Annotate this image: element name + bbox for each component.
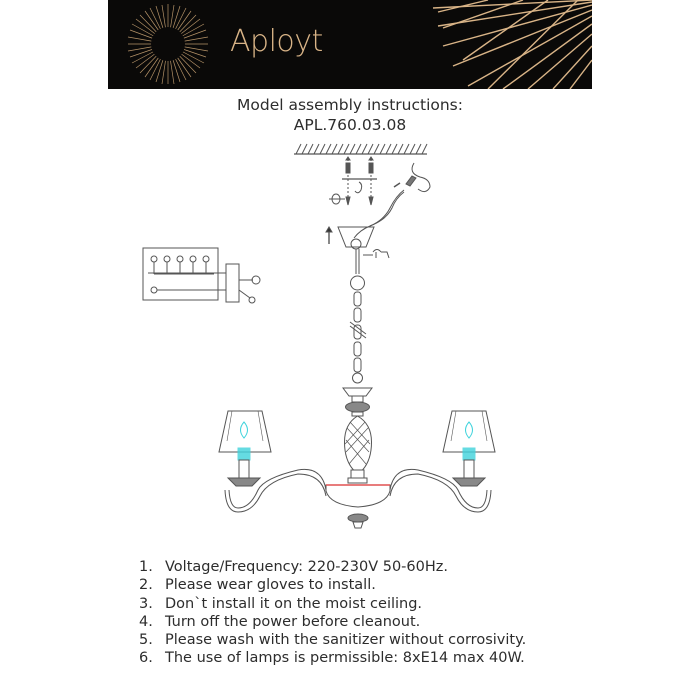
chandelier-icon — [218, 387, 496, 529]
brand-logo-text: Aployt — [230, 24, 323, 59]
document-title: Model assembly instructions: APL.760.03.… — [0, 95, 700, 135]
mounting-hook-icon — [354, 181, 363, 194]
wiring-schematic-icon — [142, 247, 261, 304]
decorative-rays — [432, 0, 592, 89]
sunburst-logo-icon — [127, 0, 592, 89]
instruction-item: 4.Turn off the power before cleanout. — [139, 613, 421, 630]
instructions-list: 1.Voltage/Frequency: 220-230V 50-60Hz. 2… — [139, 558, 526, 668]
right-bulb — [465, 421, 473, 439]
side-screw-icon — [363, 249, 390, 259]
mounting-screws-icon — [342, 156, 377, 206]
model-number: APL.760.03.08 — [293, 116, 407, 134]
instruction-item: 1.Voltage/Frequency: 220-230V 50-60Hz. — [139, 559, 448, 575]
ceiling-icon — [294, 143, 428, 155]
instruction-item: 6.The use of lamps is permissible: 8xE14… — [139, 650, 525, 667]
left-bulb — [240, 421, 248, 439]
canopy — [337, 226, 375, 248]
instruction-item: 5.Please wash with the sanitizer without… — [139, 632, 527, 649]
right-lampshade — [442, 410, 496, 453]
chain — [349, 249, 367, 384]
instruction-item: 2.Please wear gloves to install. — [139, 577, 376, 594]
wire-connector-icon — [353, 162, 431, 239]
brand-banner: Aployt — [108, 0, 592, 89]
title-line-1: Model assembly instructions: — [237, 96, 463, 114]
instruction-item: 3.Don`t install it on the moist ceiling. — [139, 595, 423, 612]
left-lampshade — [218, 410, 272, 453]
rotate-direction-icon — [329, 193, 345, 205]
assembly-diagram — [142, 143, 496, 529]
up-arrow-icon — [325, 226, 333, 244]
